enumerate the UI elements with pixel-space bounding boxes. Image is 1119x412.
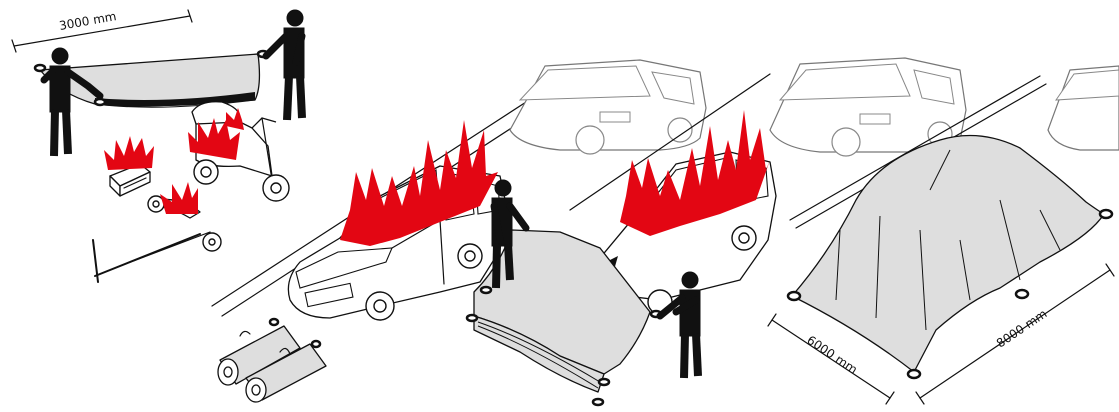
panel-carry-blanket: 3000 mm — [12, 9, 304, 156]
person-icon — [266, 10, 304, 120]
small-vehicles-group — [93, 102, 289, 282]
blanket-loop — [35, 65, 45, 71]
car-icon — [510, 60, 706, 154]
flame-icon — [160, 182, 198, 214]
kick-scooter-icon — [93, 196, 221, 282]
long-side-dimension-label: 8000 mm — [994, 307, 1050, 351]
flame-icon — [104, 136, 154, 170]
rolled-blanket-icon — [218, 319, 326, 402]
short-side-dimension-label: 6000 mm — [804, 333, 860, 377]
car-icon — [1048, 66, 1119, 150]
